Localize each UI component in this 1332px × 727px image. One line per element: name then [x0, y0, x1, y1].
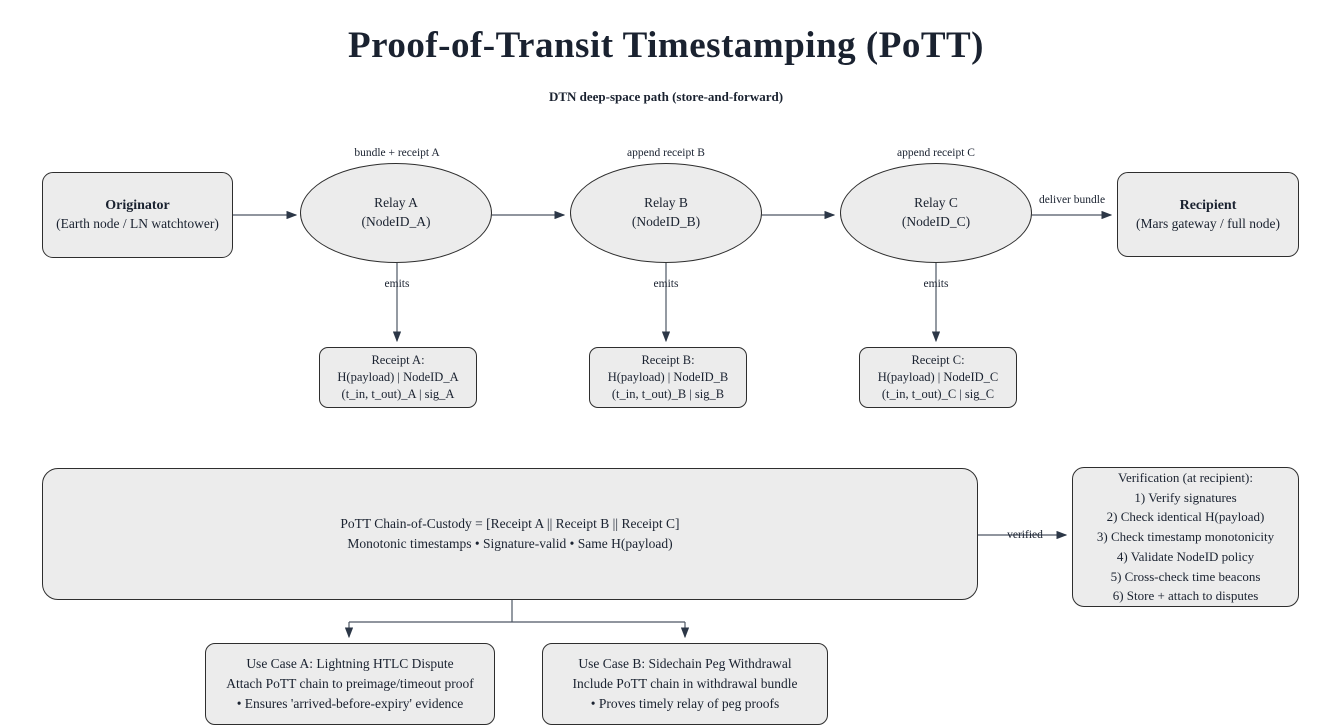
edge-label-append-receipt-b: append receipt B	[627, 147, 705, 159]
node-relay-a: Relay A (NodeID_A)	[300, 163, 492, 263]
node-relay-a-title: Relay A	[374, 195, 418, 211]
edge-label-bundle-receipt-a: bundle + receipt A	[354, 147, 440, 159]
node-chain-of-custody: PoTT Chain-of-Custody = [Receipt A || Re…	[42, 468, 978, 600]
receipt-a-line3: (t_in, t_out)_A | sig_A	[341, 387, 455, 402]
use-case-b-line1: Use Case B: Sidechain Peg Withdrawal	[578, 655, 792, 671]
node-use-case-a: Use Case A: Lightning HTLC Dispute Attac…	[205, 643, 495, 725]
edge-label-emits-a: emits	[384, 278, 410, 290]
diagram-title: Proof-of-Transit Timestamping (PoTT)	[347, 25, 984, 66]
custody-line2: Monotonic timestamps • Signature-valid •…	[347, 536, 673, 551]
edge-label-append-receipt-c: append receipt C	[897, 147, 975, 159]
node-receipt-b: Receipt B: H(payload) | NodeID_B (t_in, …	[589, 347, 747, 408]
verification-line-3: 3) Check timestamp monotonicity	[1096, 529, 1275, 545]
verification-line-4: 4) Validate NodeID policy	[1116, 548, 1255, 564]
verification-line-6: 6) Store + attach to disputes	[1112, 588, 1259, 604]
node-relay-b-subtitle: (NodeID_B)	[631, 214, 701, 229]
node-relay-c-subtitle: (NodeID_C)	[901, 214, 971, 229]
receipt-b-line1: Receipt B:	[641, 352, 695, 367]
node-recipient: Recipient (Mars gateway / full node)	[1117, 172, 1299, 257]
receipt-c-line2: H(payload) | NodeID_C	[877, 369, 999, 384]
receipt-c-line3: (t_in, t_out)_C | sig_C	[881, 387, 995, 402]
edge-label-emits-c: emits	[923, 278, 949, 290]
node-relay-c-title: Relay C	[914, 195, 958, 211]
node-receipt-a: Receipt A: H(payload) | NodeID_A (t_in, …	[319, 347, 477, 408]
node-originator: Originator (Earth node / LN watchtower)	[42, 172, 233, 258]
edge-label-verified: verified	[1007, 529, 1043, 541]
node-relay-b-title: Relay B	[644, 195, 688, 211]
node-receipt-c: Receipt C: H(payload) | NodeID_C (t_in, …	[859, 347, 1017, 408]
node-relay-b: Relay B (NodeID_B)	[570, 163, 762, 263]
verification-line-0: Verification (at recipient):	[1118, 469, 1253, 485]
node-verification: Verification (at recipient): 1) Verify s…	[1072, 467, 1299, 607]
node-use-case-b: Use Case B: Sidechain Peg Withdrawal Inc…	[542, 643, 828, 725]
node-relay-c: Relay C (NodeID_C)	[840, 163, 1032, 263]
edge-label-deliver-bundle: deliver bundle	[1038, 194, 1106, 206]
node-relay-a-subtitle: (NodeID_A)	[361, 214, 431, 229]
custody-line1: PoTT Chain-of-Custody = [Receipt A || Re…	[340, 516, 680, 532]
node-recipient-title: Recipient	[1179, 197, 1237, 213]
receipt-a-line1: Receipt A:	[371, 352, 425, 367]
use-case-b-line3: • Proves timely relay of peg proofs	[590, 696, 780, 712]
diagram-subtitle: DTN deep-space path (store-and-forward)	[548, 89, 784, 104]
verification-line-2: 2) Check identical H(payload)	[1106, 509, 1265, 525]
use-case-a-line3: • Ensures 'arrived-before-expiry' eviden…	[236, 696, 464, 712]
receipt-b-line3: (t_in, t_out)_B | sig_B	[611, 387, 725, 402]
use-case-a-line1: Use Case A: Lightning HTLC Dispute	[246, 655, 454, 671]
receipt-c-line1: Receipt C:	[911, 352, 965, 367]
use-case-b-line2: Include PoTT chain in withdrawal bundle	[572, 675, 798, 691]
verification-line-1: 1) Verify signatures	[1134, 489, 1237, 505]
node-originator-subtitle: (Earth node / LN watchtower)	[56, 216, 219, 232]
receipt-a-line2: H(payload) | NodeID_A	[337, 369, 459, 384]
verification-line-5: 5) Cross-check time beacons	[1110, 568, 1261, 584]
receipt-b-line2: H(payload) | NodeID_B	[607, 369, 729, 384]
node-originator-title: Originator	[105, 198, 170, 214]
edge-label-emits-b: emits	[653, 278, 679, 290]
node-recipient-subtitle: (Mars gateway / full node)	[1136, 215, 1280, 231]
use-case-a-line2: Attach PoTT chain to preimage/timeout pr…	[226, 675, 474, 691]
